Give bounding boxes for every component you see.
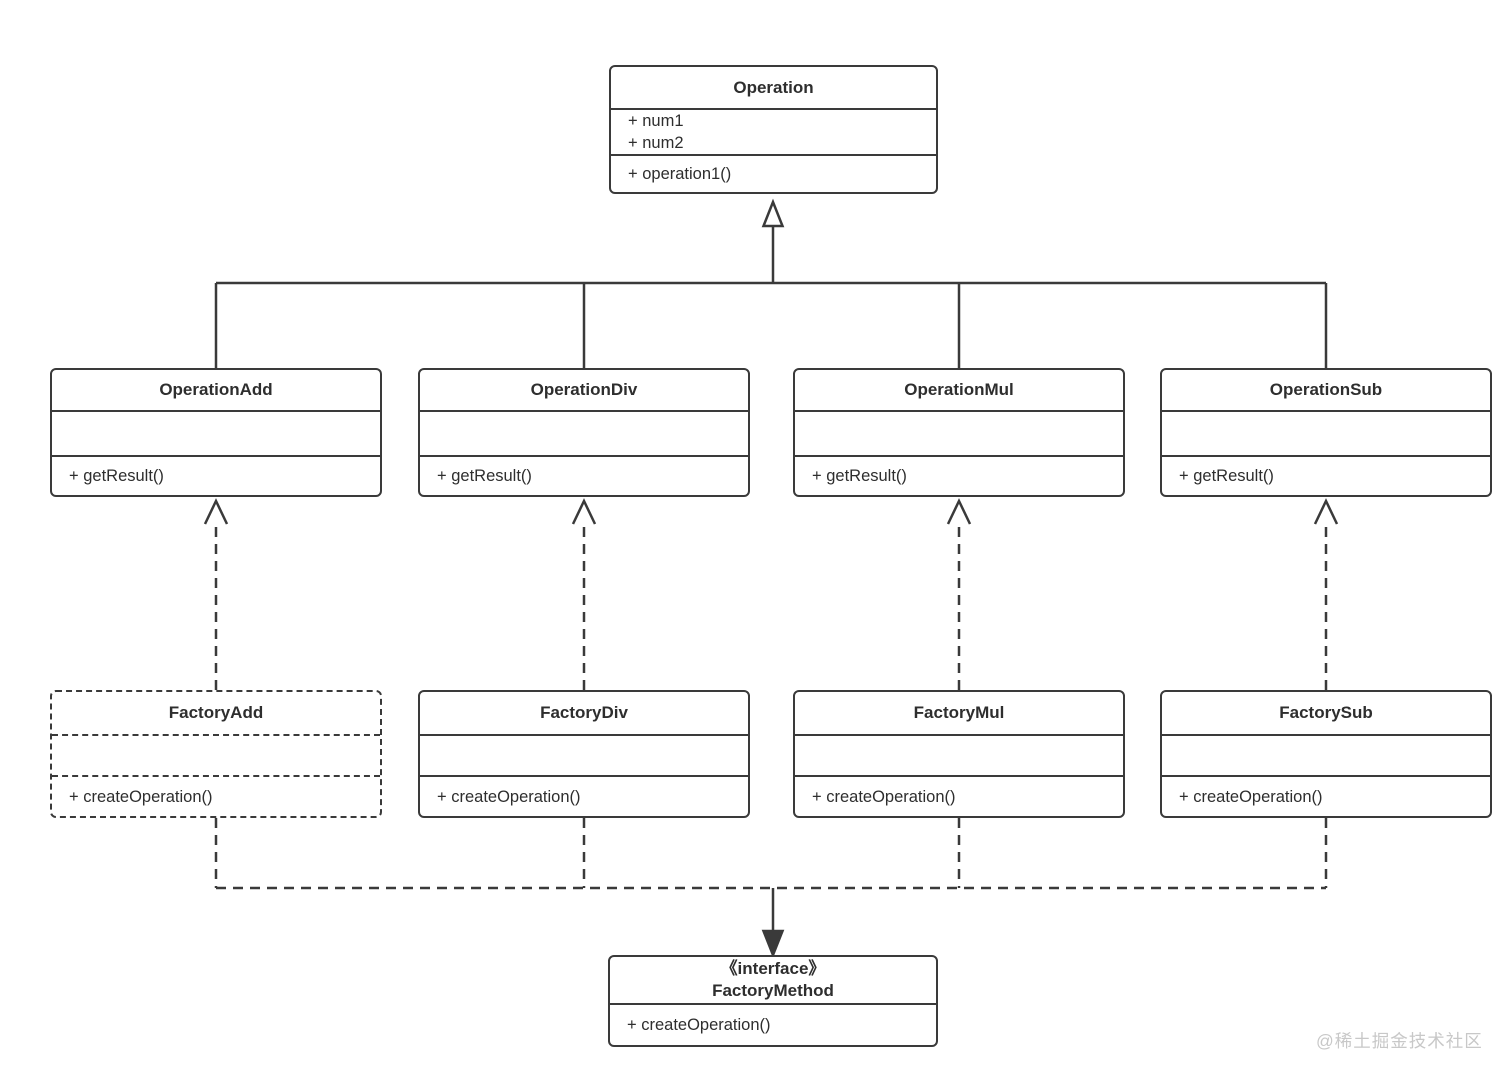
class-name: OperationDiv	[530, 380, 638, 399]
method: + getResult()	[69, 467, 164, 485]
methods-section: + createOperation()	[795, 775, 1123, 816]
method: + getResult()	[437, 467, 532, 485]
dependency-arrowhead-div	[571, 498, 597, 525]
generalization-arrowhead	[761, 198, 785, 228]
attributes-section	[420, 410, 748, 455]
attributes-section	[1162, 410, 1490, 455]
stereotype-label: 《interface》	[720, 959, 826, 978]
class-box-factory-sub: FactorySub + createOperation()	[1160, 690, 1492, 818]
attributes-section	[795, 734, 1123, 775]
dependency-arrowhead-add	[203, 498, 229, 525]
attributes-section	[420, 734, 748, 775]
class-name: FactorySub	[1279, 703, 1373, 722]
methods-section: + operation1()	[611, 154, 936, 192]
class-box-factory-div: FactoryDiv + createOperation()	[418, 690, 750, 818]
class-box-operation: Operation + num1 + num2 + operation1()	[609, 65, 938, 194]
attribute: + num2	[628, 134, 684, 152]
attributes-section	[795, 410, 1123, 455]
attributes-section	[52, 734, 380, 775]
method: + createOperation()	[69, 787, 213, 806]
methods-section: + createOperation()	[52, 775, 380, 816]
class-name: FactoryDiv	[540, 703, 628, 722]
methods-section: + createOperation()	[420, 775, 748, 816]
method: + getResult()	[812, 467, 907, 485]
method: + getResult()	[1179, 467, 1274, 485]
attribute: + num1	[628, 112, 684, 130]
class-box-operation-mul: OperationMul + getResult()	[793, 368, 1125, 497]
class-name: FactoryAdd	[168, 703, 264, 722]
class-box-operation-div: OperationDiv + getResult()	[418, 368, 750, 497]
attributes-section	[1162, 734, 1490, 775]
method: + createOperation()	[1179, 787, 1323, 806]
class-box-factory-mul: FactoryMul + createOperation()	[793, 690, 1125, 818]
interface-arrowhead	[761, 929, 785, 959]
class-box-factory-add: FactoryAdd + createOperation()	[50, 690, 382, 818]
method: + createOperation()	[627, 1016, 771, 1034]
method: + operation1()	[628, 165, 732, 183]
class-name: OperationMul	[904, 380, 1014, 399]
attributes-section: + num1 + num2	[611, 108, 936, 154]
methods-section: + getResult()	[52, 455, 380, 495]
class-box-factory-method-interface: 《interface》 FactoryMethod + createOperat…	[608, 955, 938, 1047]
method: + createOperation()	[812, 787, 956, 806]
methods-section: + getResult()	[1162, 455, 1490, 495]
interface-name: FactoryMethod	[712, 981, 834, 1000]
class-box-operation-add: OperationAdd + getResult()	[50, 368, 382, 497]
class-name: Operation	[733, 77, 814, 97]
method: + createOperation()	[437, 787, 581, 806]
class-name: OperationSub	[1269, 380, 1383, 399]
class-name: 《interface》 FactoryMethod	[610, 957, 936, 1003]
watermark: @稀土掘金技术社区	[1316, 1031, 1483, 1051]
class-box-operation-sub: OperationSub + getResult()	[1160, 368, 1492, 497]
methods-section: + getResult()	[795, 455, 1123, 495]
methods-section: + createOperation()	[1162, 775, 1490, 816]
methods-section: + createOperation()	[610, 1003, 936, 1045]
class-name: FactoryMul	[913, 703, 1005, 722]
dependency-arrowhead-sub	[1313, 498, 1339, 525]
dependency-arrowhead-mul	[946, 498, 972, 525]
class-name: OperationAdd	[159, 380, 273, 399]
methods-section: + getResult()	[420, 455, 748, 495]
attributes-section	[52, 410, 380, 455]
